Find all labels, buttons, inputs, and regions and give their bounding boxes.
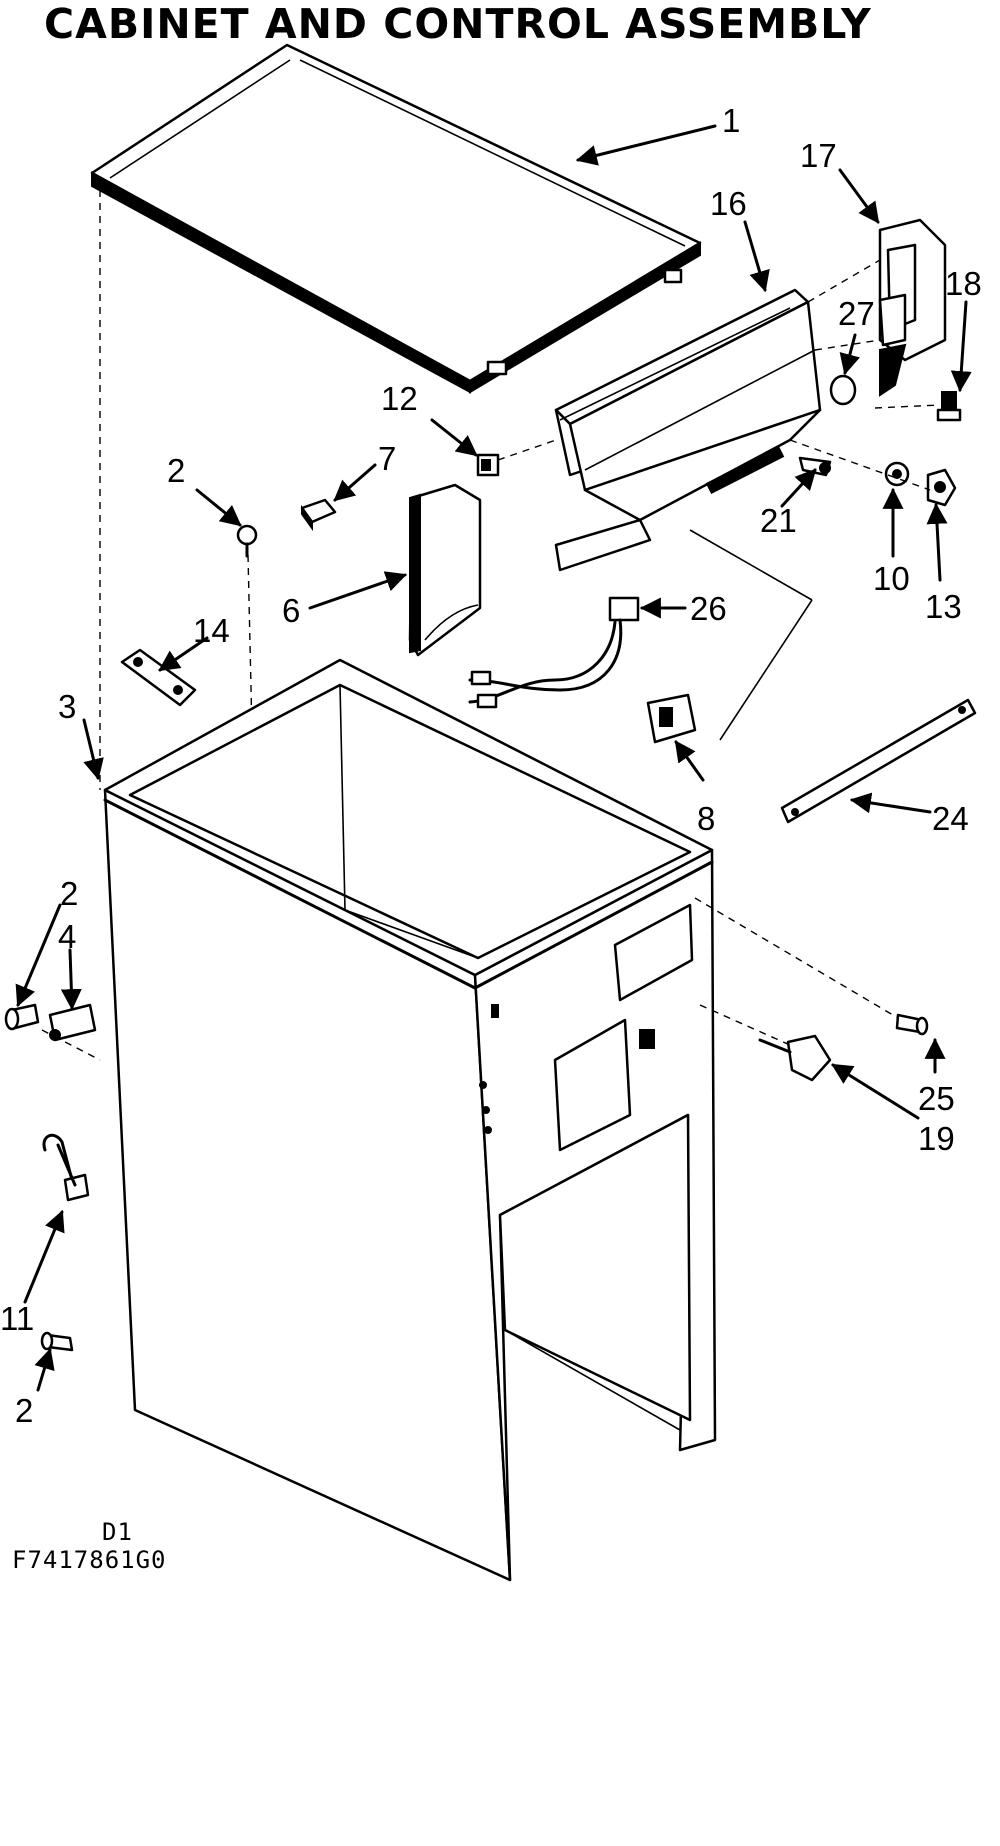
callout-21: 21 (760, 502, 797, 539)
end-cap-part (878, 218, 947, 397)
callout-3: 3 (58, 688, 76, 725)
wire-harness-part-26 (468, 596, 640, 709)
screw-part-2-lower (40, 1331, 74, 1352)
cabinet-top-part (90, 43, 702, 394)
control-cover-part-6 (408, 483, 482, 657)
clip-part-12 (476, 453, 500, 477)
callout-24: 24 (932, 800, 969, 837)
bracket-line (689, 529, 813, 601)
plug-part-27 (829, 374, 857, 406)
callout-17: 17 (800, 137, 837, 174)
callout-7: 7 (378, 440, 396, 477)
screw-part-25 (895, 1013, 929, 1036)
callout-18: 18 (945, 265, 982, 302)
callout-13: 13 (925, 588, 962, 625)
diagram-title: CABINET AND CONTROL ASSEMBLY (44, 0, 872, 48)
callout-8: 8 (697, 800, 715, 837)
guide-line (699, 1004, 791, 1046)
control-panel-part (554, 288, 822, 572)
callout-2-left: 2 (60, 875, 78, 912)
screw-part-18 (936, 391, 962, 422)
callout-6: 6 (282, 592, 300, 629)
drawing-number: F7417861G0 (12, 1546, 167, 1574)
callout-2-lower: 2 (15, 1392, 33, 1429)
bracket-line (719, 599, 813, 741)
knob-part-19 (758, 1034, 832, 1082)
clamp-part-11 (42, 1133, 90, 1202)
guide-line (41, 1029, 101, 1061)
guide-line (874, 404, 941, 409)
screw-part-2-upper (236, 524, 258, 558)
callout-19: 19 (918, 1120, 955, 1157)
callout-12: 12 (381, 380, 418, 417)
callout-1: 1 (722, 102, 740, 139)
callout-10: 10 (873, 560, 910, 597)
page-code: D1 (102, 1518, 133, 1546)
cabinet-part (103, 658, 717, 1582)
guide-line (807, 259, 881, 303)
callout-11: 11 (0, 1300, 34, 1337)
guide-line (814, 339, 881, 351)
guide-line (497, 439, 557, 461)
callout-25: 25 (918, 1080, 955, 1117)
callout-16: 16 (710, 185, 747, 222)
callout-26: 26 (690, 590, 727, 627)
bracket-part-4 (48, 1003, 97, 1042)
leader-lines (15, 124, 972, 1392)
clip-part-7 (300, 498, 337, 532)
screw-part-2-left (4, 1003, 40, 1031)
spring-part-21 (798, 456, 832, 477)
callout-27: 27 (838, 295, 875, 332)
callout-14: 14 (193, 612, 230, 649)
callout-2: 2 (167, 452, 185, 489)
callout-4: 4 (58, 918, 76, 955)
bracket-part-14 (120, 648, 197, 707)
guide-line (694, 897, 899, 1019)
switch-part-8 (646, 693, 697, 744)
guide-line (789, 439, 931, 491)
strip-part-24 (780, 698, 977, 824)
knob-part-13 (926, 468, 957, 507)
